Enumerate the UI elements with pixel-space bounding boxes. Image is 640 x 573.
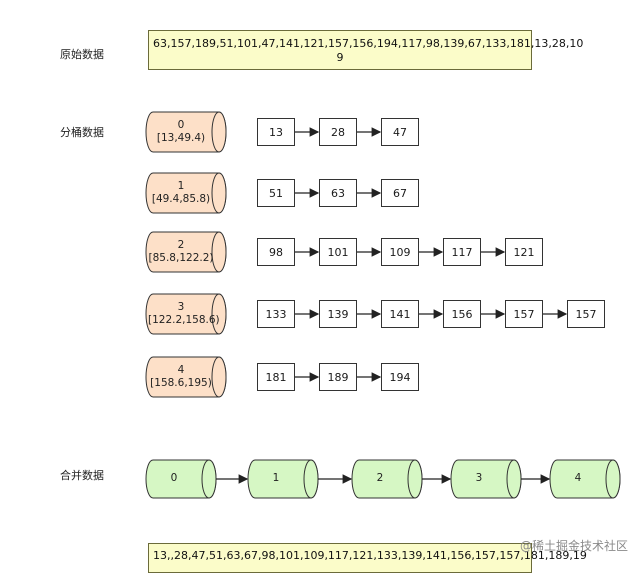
bucket-1-item: 51 [257, 179, 295, 207]
bucket-2-item: 98 [257, 238, 295, 266]
bucket-range: [122.2,158.6) [148, 314, 220, 326]
bucket-3-item: 141 [381, 300, 419, 328]
bucket-index: 4 [177, 364, 185, 376]
merge-data-label: 合并数据 [60, 469, 104, 482]
bucket-4-item: 181 [257, 363, 295, 391]
bucket-1-cylinder [145, 172, 227, 214]
bucket-range: [158.6,195) [150, 377, 212, 389]
bucket-0-label: 0[13,49.4) [148, 119, 214, 145]
bucket-range: [13,49.4) [156, 132, 206, 144]
bucket-3-item: 157 [505, 300, 543, 328]
bucket-index: 0 [177, 119, 185, 131]
bucket-3-item: 157 [567, 300, 605, 328]
bucket-2-item: 117 [443, 238, 481, 266]
merge-bucket-1-label: 1 [272, 472, 280, 484]
merge-bucket-4-cylinder [549, 459, 621, 499]
merge-bucket-0-cylinder [145, 459, 217, 499]
bucket-1-item: 67 [381, 179, 419, 207]
merge-bucket-1-cylinder [247, 459, 319, 499]
raw-data-line1: 63,157,189,51,101,47,141,121,157,156,194… [153, 37, 584, 50]
bucket-index: 2 [177, 239, 185, 251]
bucket-1-item: 63 [319, 179, 357, 207]
bucket-2-cylinder [145, 231, 227, 273]
bucket-0-item: 13 [257, 118, 295, 146]
merge-bucket-3-label: 3 [475, 472, 483, 484]
watermark-text: @稀土掘金技术社区 [519, 539, 628, 553]
merge-bucket-4-label: 4 [574, 472, 582, 484]
bucket-2-item: 101 [319, 238, 357, 266]
bucket-2-item: 121 [505, 238, 543, 266]
bucket-0-item: 47 [381, 118, 419, 146]
bucket-3-cylinder [145, 293, 227, 335]
raw-data-line2: 9 [336, 51, 344, 64]
merge-bucket-2-label: 2 [376, 472, 384, 484]
bucket-2-label: 2[85.8,122.2) [148, 239, 214, 265]
bucket-3-item: 156 [443, 300, 481, 328]
merge-bucket-2-cylinder [351, 459, 423, 499]
raw-data-box: 63,157,189,51,101,47,141,121,157,156,194… [148, 30, 584, 70]
bucket-4-item: 194 [381, 363, 419, 391]
bucket-sort-diagram: 原始数据 63,157,189,51,101,47,141,121,157,15… [60, 30, 628, 573]
bucket-0-item: 28 [319, 118, 357, 146]
merge-bucket-0-label: 0 [170, 472, 178, 484]
bucket-4-cylinder [145, 356, 227, 398]
bucket-index: 3 [177, 301, 185, 313]
raw-data-label: 原始数据 [60, 48, 104, 61]
bucket-2-item: 109 [381, 238, 419, 266]
bucket-data-label: 分桶数据 [60, 126, 104, 139]
diagram-shapes [145, 111, 621, 499]
bucket-3-item: 139 [319, 300, 357, 328]
bucket-index: 1 [177, 180, 185, 192]
bucket-3-label: 3[122.2,158.6) [148, 301, 220, 327]
bucket-4-label: 4[158.6,195) [148, 364, 214, 390]
result-data-box: 13,,28,47,51,63,67,98,101,109,117,121,13… [148, 543, 587, 573]
bucket-range: [85.8,122.2) [148, 252, 214, 264]
bucket-range: [49.4,85.8) [151, 193, 211, 205]
bucket-4-item: 189 [319, 363, 357, 391]
bucket-3-item: 133 [257, 300, 295, 328]
result-data-text: 13,,28,47,51,63,67,98,101,109,117,121,13… [153, 549, 587, 562]
bucket-0-cylinder [145, 111, 227, 153]
bucket-1-label: 1[49.4,85.8) [148, 180, 214, 206]
